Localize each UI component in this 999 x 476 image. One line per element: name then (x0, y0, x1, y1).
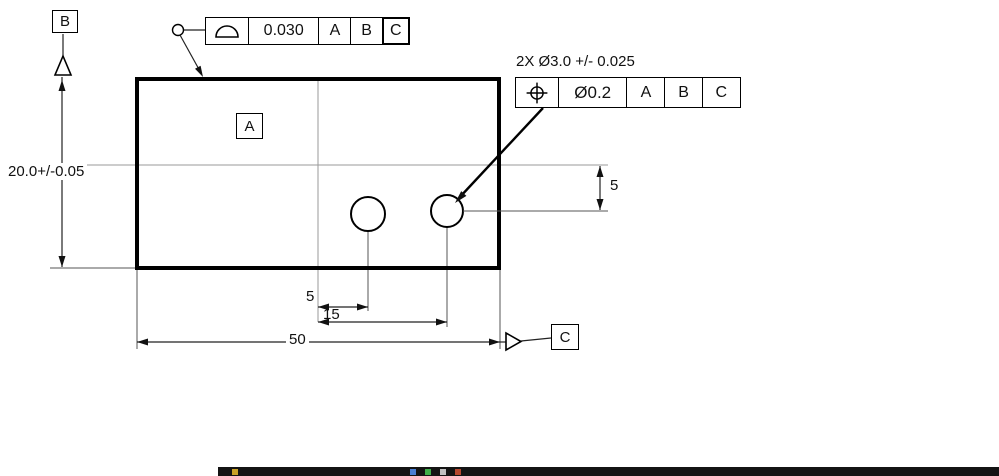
hole-offset-dimension-text: 5 (306, 288, 315, 305)
hole-spacing-dimension-text: 15 (323, 306, 340, 323)
feature-control-frame-profile: 0.030 A B C (205, 17, 410, 45)
datum-b-label: B (52, 10, 78, 33)
profile-datum-ref-2: B (350, 17, 384, 45)
taskbar-icon[interactable] (232, 468, 238, 475)
true-position-icon (515, 77, 559, 108)
arrowhead (58, 80, 66, 91)
datum-c-triangle (505, 331, 523, 352)
position-datum-ref-1: A (626, 77, 666, 108)
hole-1 (350, 196, 386, 232)
datum-c-label: C (551, 324, 579, 350)
profile-datum-ref-1: A (318, 17, 352, 45)
profile-tolerance-value: 0.030 (247, 17, 320, 45)
arrowhead (318, 303, 329, 311)
profile-leader-diagonal (179, 34, 202, 74)
taskbar-icon[interactable] (455, 468, 461, 475)
taskbar[interactable] (218, 467, 999, 476)
all-around-icon (171, 23, 185, 37)
taskbar-icon[interactable] (425, 468, 431, 475)
arrowhead (58, 256, 66, 267)
position-leader (458, 107, 544, 199)
arrowhead (137, 338, 148, 346)
taskbar-icons (232, 468, 461, 475)
datum-b-triangle (53, 53, 73, 76)
arrowhead (596, 166, 604, 177)
height-dimension-text: 20.0+/-0.05 (5, 163, 88, 180)
width-dimension-text: 50 (286, 331, 309, 348)
datum-c-leader (520, 337, 552, 342)
hole-quantity-note: 2X Ø3.0 +/- 0.025 (516, 53, 635, 70)
arrowhead (455, 191, 467, 203)
position-datum-ref-2: B (664, 77, 704, 108)
arrowhead (596, 199, 604, 210)
arrowhead (195, 65, 203, 77)
position-tolerance-value: Ø0.2 (557, 77, 628, 108)
position-datum-ref-3: C (701, 77, 741, 108)
arrowhead (489, 338, 500, 346)
arrowhead (318, 318, 329, 326)
part-outline (135, 77, 501, 270)
vertical-offset-dimension-text: 5 (610, 177, 619, 194)
arrowhead (357, 303, 368, 311)
profile-of-surface-icon (205, 17, 249, 45)
taskbar-icon[interactable] (440, 468, 446, 475)
taskbar-icon[interactable] (410, 468, 416, 475)
feature-control-frame-position: Ø0.2 A B C (515, 77, 741, 108)
arrowhead (436, 318, 447, 326)
profile-datum-ref-3: C (381, 17, 410, 45)
datum-a-label: A (236, 113, 263, 139)
